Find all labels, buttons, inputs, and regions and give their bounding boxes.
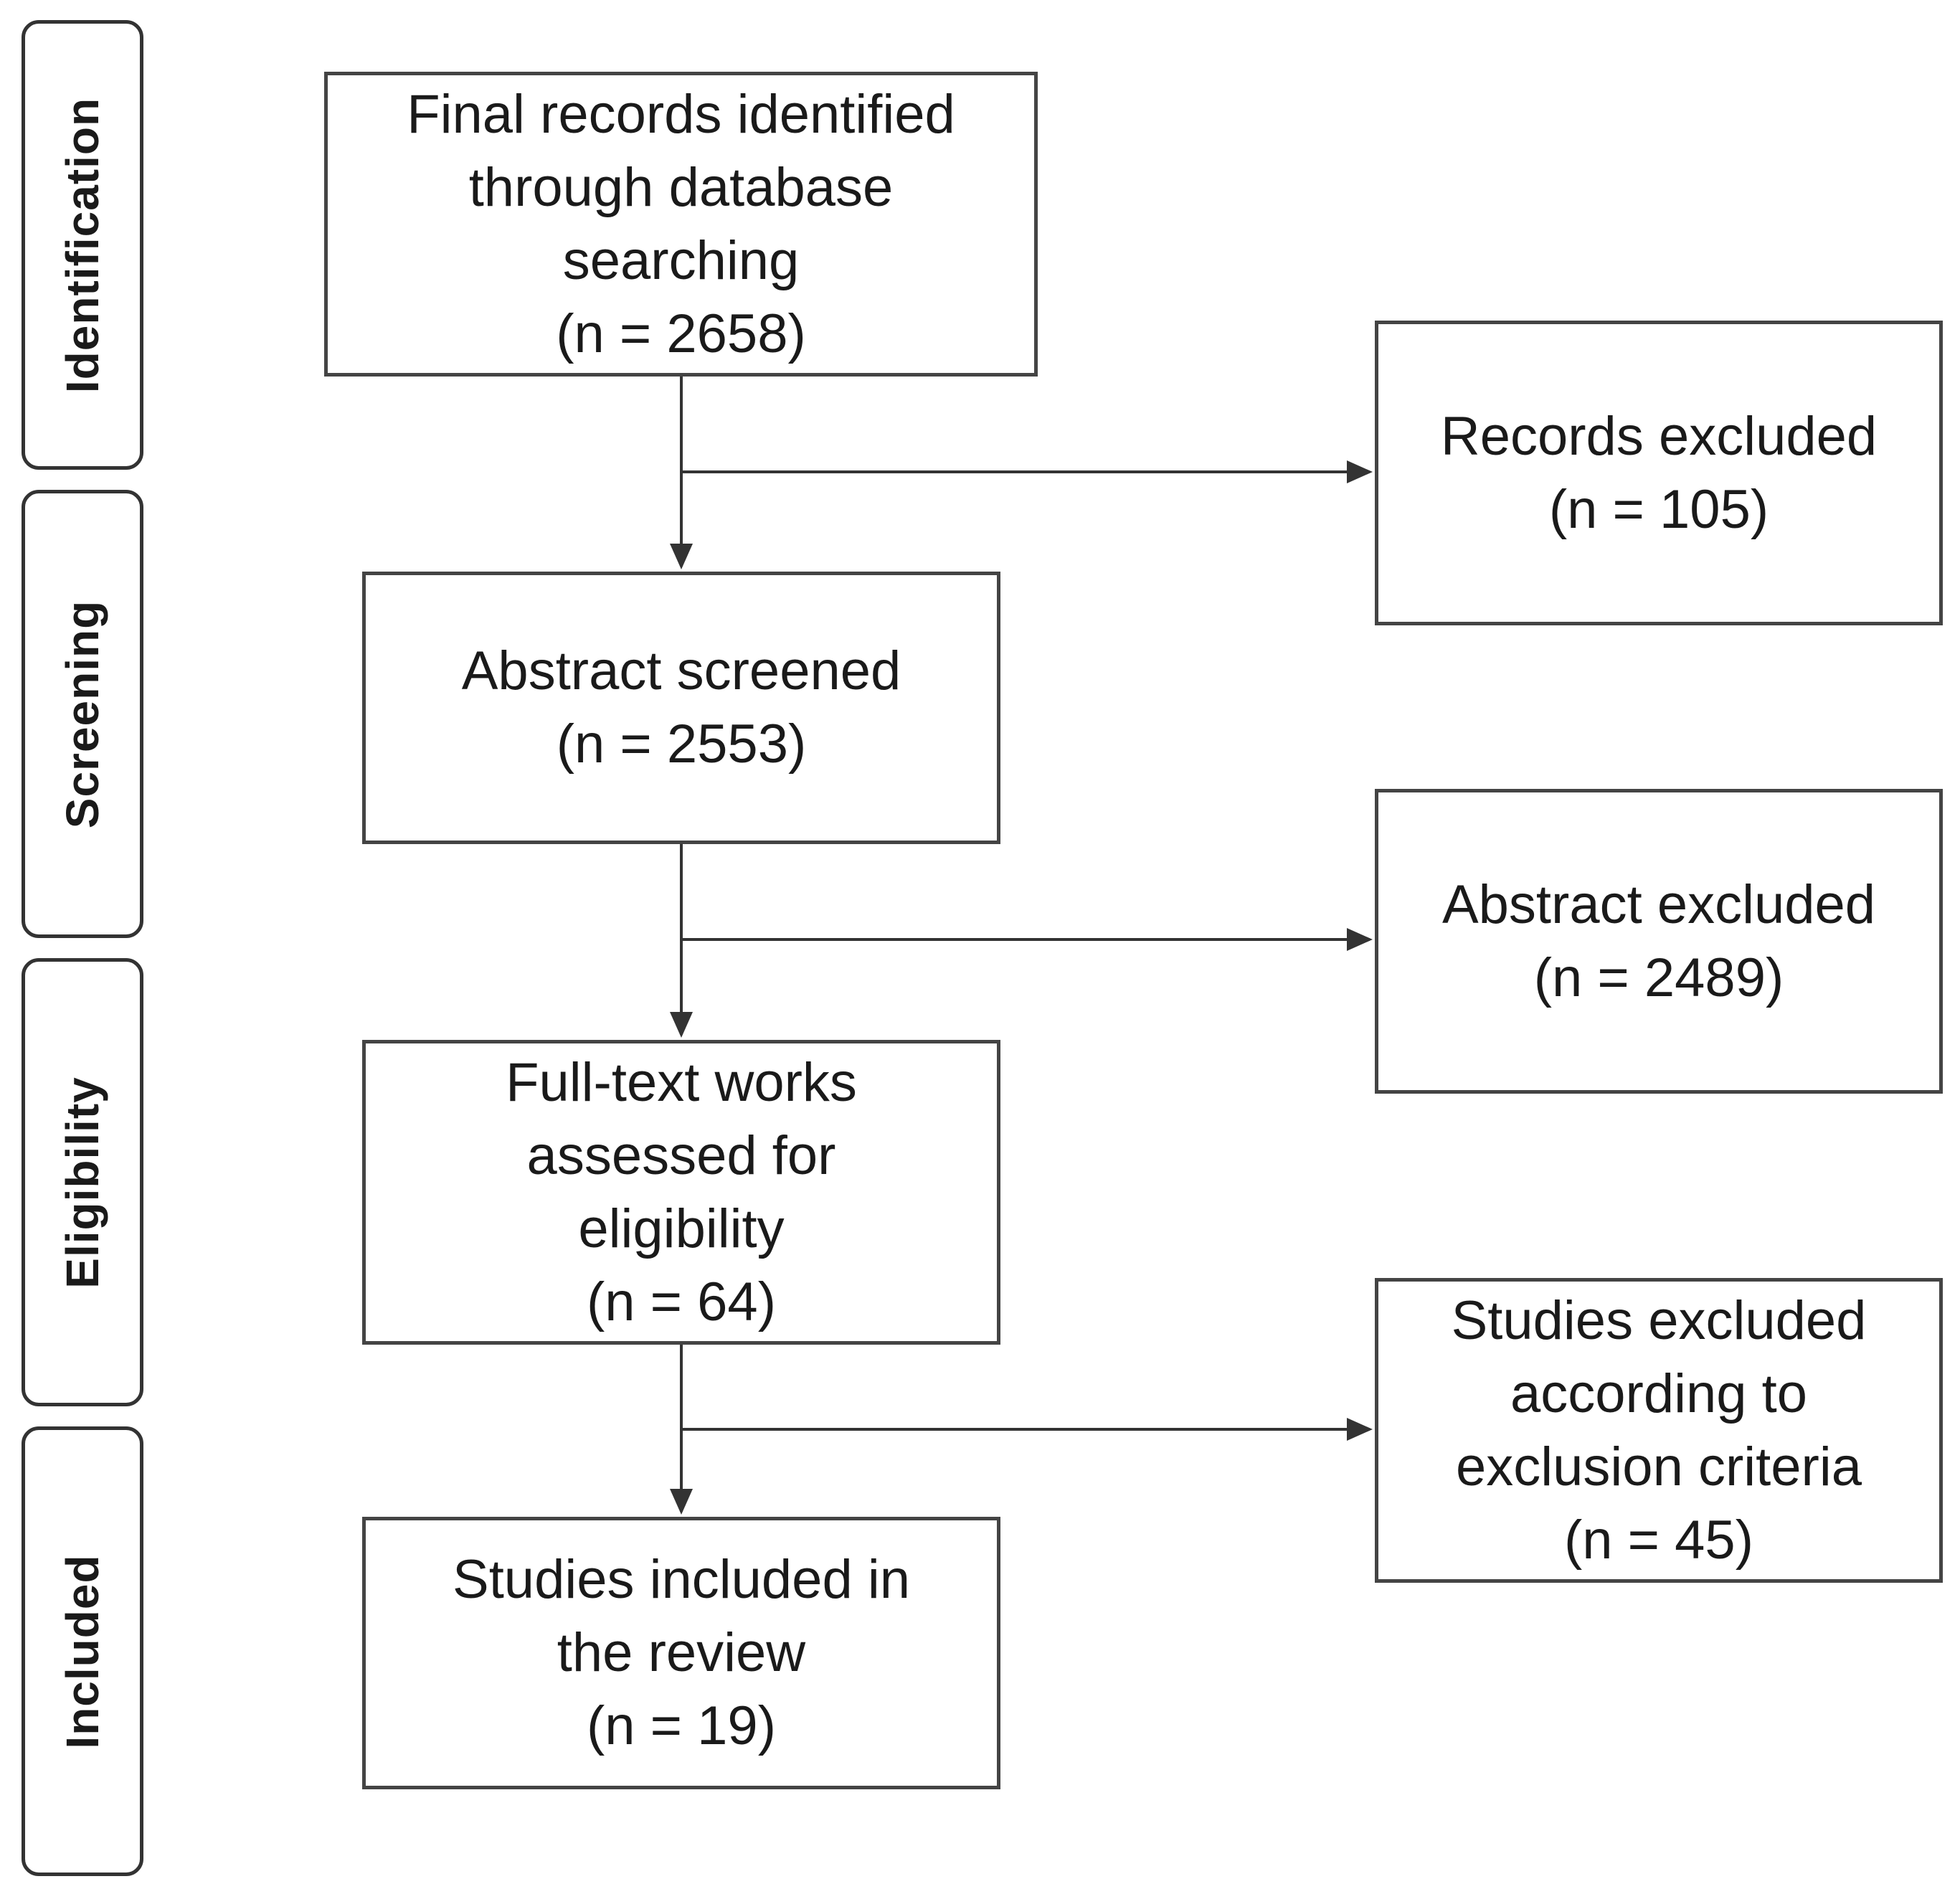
- abstract-excluded-count: (n = 2489): [1533, 947, 1784, 1008]
- studies-included-count: (n = 19): [586, 1695, 777, 1756]
- abstract-screened-box: Abstract screened (n = 2553): [362, 572, 1000, 844]
- full-text-assessed-line-2: assessed for: [526, 1125, 836, 1186]
- records-excluded-count: (n = 105): [1548, 478, 1769, 540]
- studies-excluded-text: Studies excluded according to exclusion …: [1437, 1284, 1881, 1577]
- records-identified-box: Final records identified through databas…: [324, 72, 1038, 377]
- records-identified-text: Final records identified through databas…: [392, 78, 970, 371]
- phase-eligibility-label: Eligibility: [57, 1076, 108, 1289]
- records-identified-line-2: through database: [468, 156, 894, 218]
- studies-included-line-2: the review: [557, 1622, 806, 1683]
- full-text-assessed-box: Full-text works assessed for eligibility…: [362, 1040, 1000, 1345]
- full-text-assessed-text: Full-text works assessed for eligibility…: [491, 1046, 871, 1339]
- full-text-assessed-count: (n = 64): [586, 1271, 777, 1332]
- phase-identification: Identification: [22, 20, 143, 470]
- full-text-assessed-line-3: eligibility: [578, 1198, 785, 1259]
- full-text-assessed-line-1: Full-text works: [506, 1051, 857, 1113]
- abstract-screened-line-1: Abstract screened: [461, 640, 901, 701]
- phase-included-label: Included: [57, 1553, 108, 1749]
- phase-screening: Screening: [22, 490, 143, 938]
- studies-excluded-line-2: according to: [1510, 1363, 1808, 1424]
- studies-included-line-1: Studies included in: [453, 1549, 910, 1610]
- records-identified-line-3: searching: [562, 229, 800, 291]
- records-excluded-text: Records excluded (n = 105): [1426, 400, 1891, 546]
- studies-included-box: Studies included in the review (n = 19): [362, 1517, 1000, 1789]
- phase-eligibility: Eligibility: [22, 958, 143, 1406]
- abstract-screened-count: (n = 2553): [556, 714, 807, 775]
- phase-screening-label: Screening: [57, 600, 108, 828]
- phase-included: Included: [22, 1426, 143, 1876]
- studies-excluded-line-3: exclusion criteria: [1456, 1436, 1862, 1497]
- studies-included-text: Studies included in the review (n = 19): [438, 1543, 924, 1763]
- phase-identification-label: Identification: [57, 97, 108, 393]
- abstract-screened-text: Abstract screened (n = 2553): [448, 635, 916, 781]
- studies-excluded-line-1: Studies excluded: [1451, 1289, 1867, 1351]
- abstract-excluded-text: Abstract excluded (n = 2489): [1428, 868, 1890, 1015]
- records-excluded-box: Records excluded (n = 105): [1375, 321, 1943, 625]
- abstract-excluded-line-1: Abstract excluded: [1441, 874, 1876, 935]
- abstract-excluded-box: Abstract excluded (n = 2489): [1375, 789, 1943, 1094]
- records-identified-count: (n = 2658): [556, 303, 806, 364]
- studies-excluded-box: Studies excluded according to exclusion …: [1375, 1278, 1943, 1583]
- studies-excluded-count: (n = 45): [1563, 1509, 1754, 1571]
- records-identified-line-1: Final records identified: [407, 83, 955, 145]
- records-excluded-line-1: Records excluded: [1440, 405, 1878, 467]
